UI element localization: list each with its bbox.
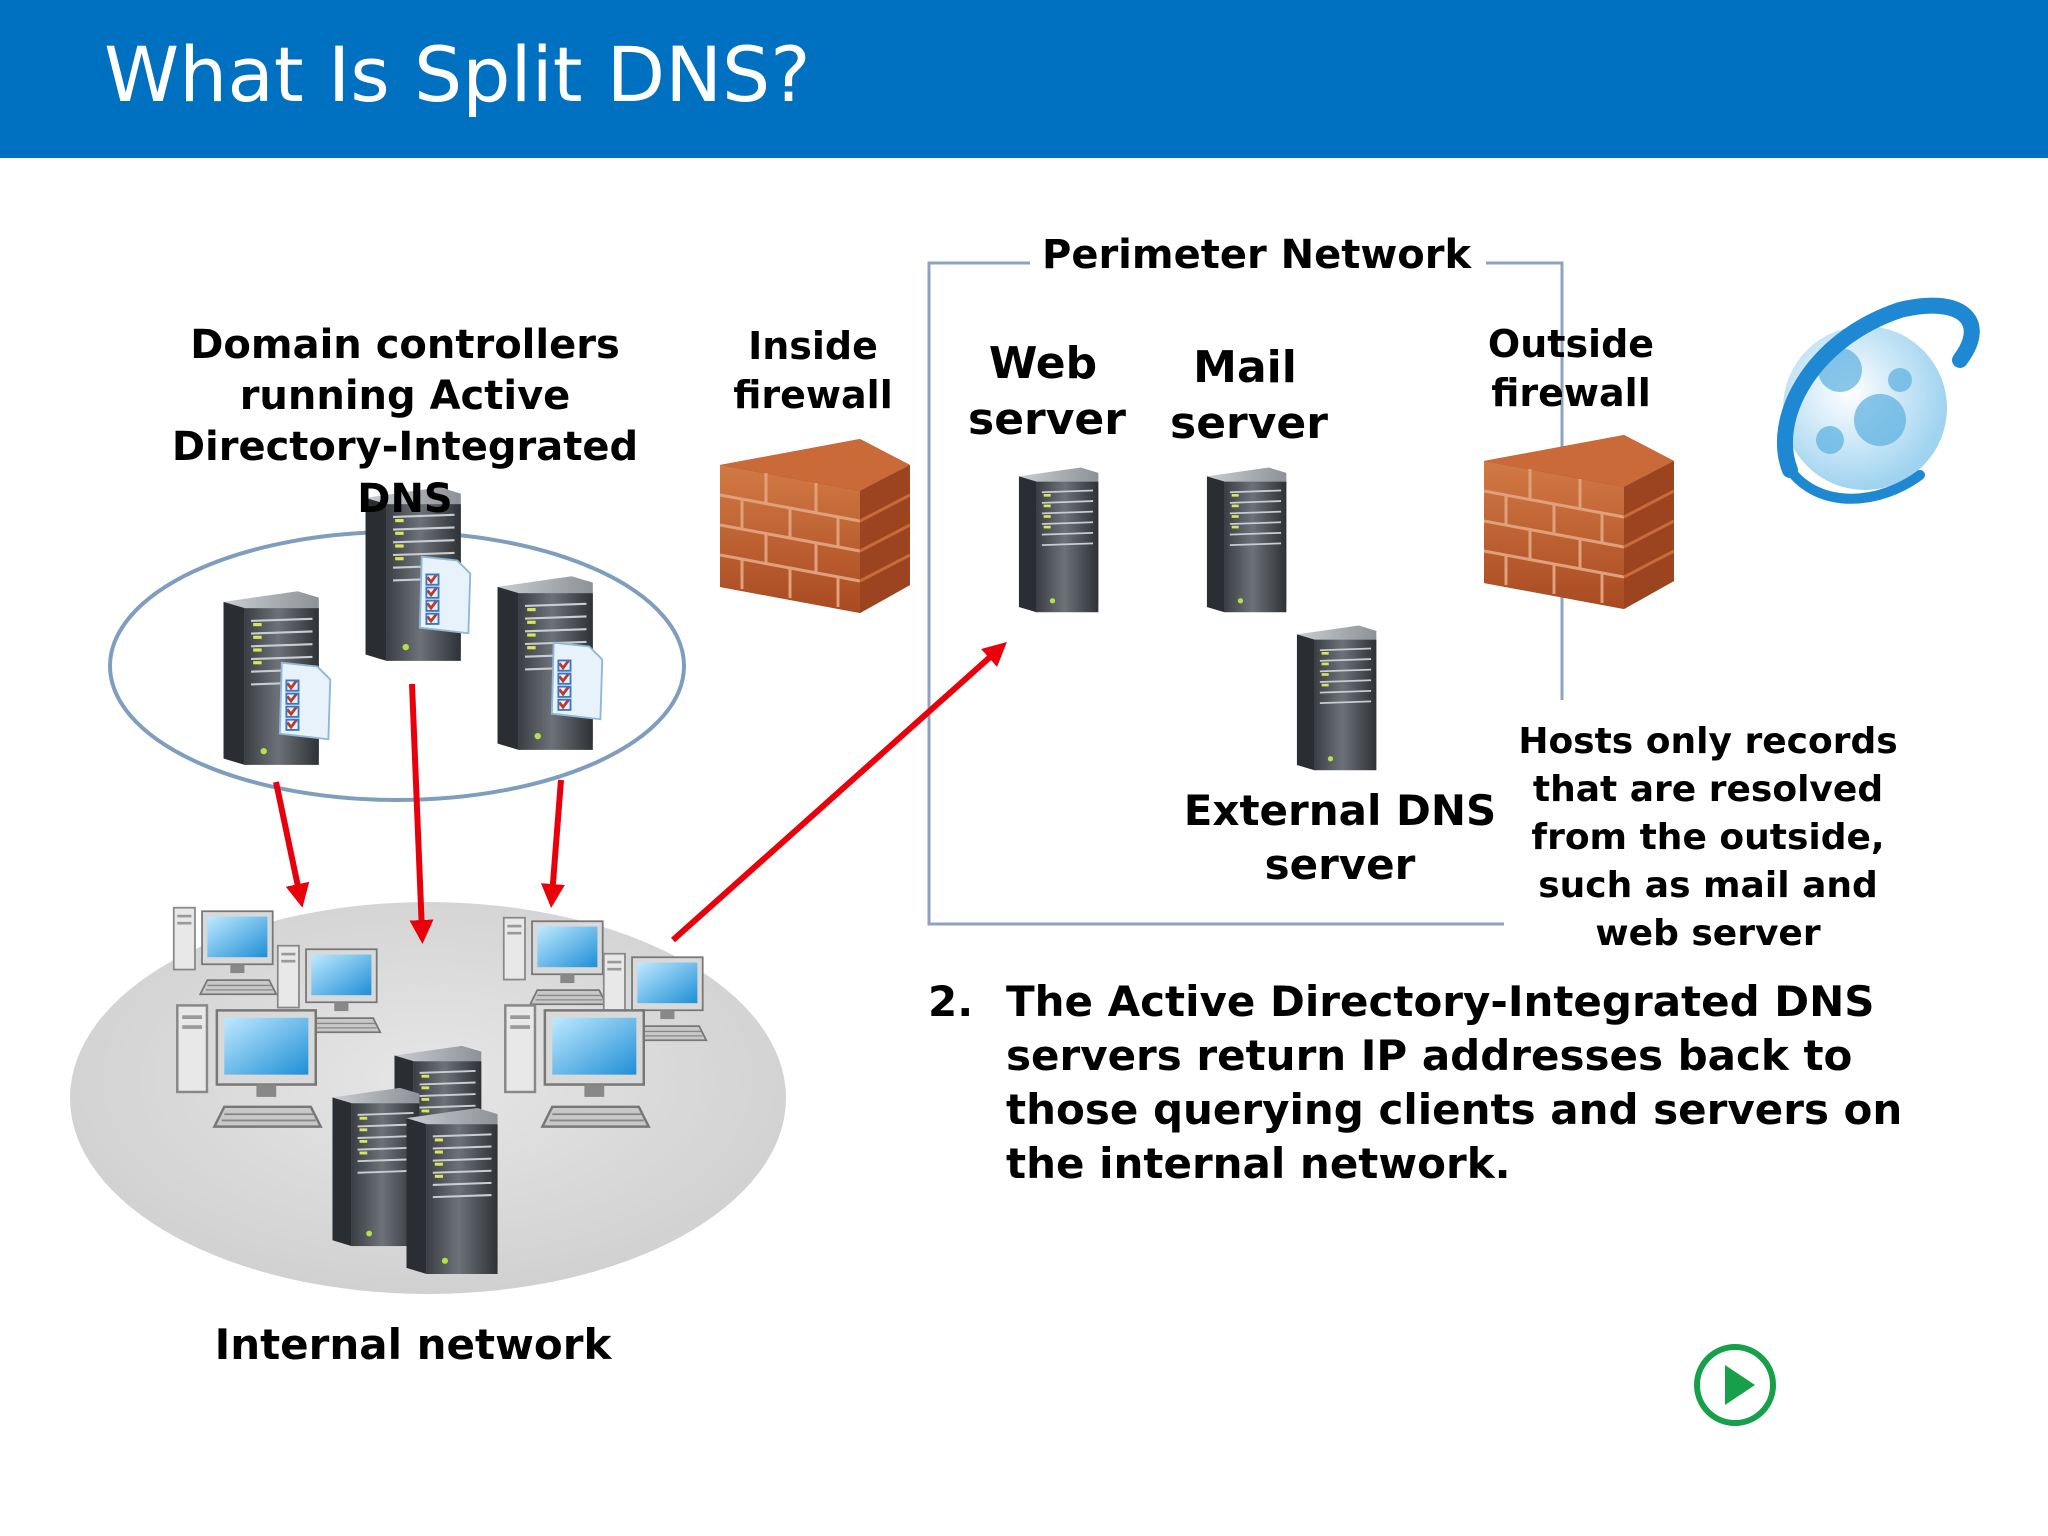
page-title: What Is Split DNS?: [104, 30, 811, 119]
external-dns-server-icon: [1295, 624, 1378, 772]
web-server-icon: [1017, 466, 1100, 614]
domain-controller-server-icon: [496, 575, 604, 752]
query-response-arrows: [273, 642, 1007, 944]
outside-firewall-label: Outside firewall: [1487, 322, 1655, 415]
inside-firewall-label: Inside firewall: [733, 324, 893, 417]
outbound-arrow: [671, 642, 1007, 943]
globe-icon: [1777, 297, 1980, 504]
response-arrow: [540, 779, 565, 908]
perimeter-boundary: [927, 261, 1504, 926]
web-server-label: Web server: [968, 338, 1126, 446]
inside-firewall-icon: [720, 437, 910, 615]
perimeter-network-label: Perimeter Network: [1042, 232, 1472, 278]
step-number: 2.: [928, 977, 974, 1026]
domain-controller-server-icon: [222, 590, 332, 767]
outside-firewall-icon: [1484, 433, 1674, 611]
external-dns-server-label: External DNS server: [1183, 786, 1497, 889]
domain-controllers-label: Domain controllers running Active Direct…: [171, 322, 639, 522]
response-arrow: [273, 781, 310, 908]
internal-server-icon: [405, 1106, 499, 1276]
mail-server-icon: [1205, 466, 1288, 614]
play-button-icon[interactable]: [1693, 1343, 1777, 1427]
step-description: 2. The Active Directory-Integrated DNS s…: [928, 975, 1988, 1191]
step-text: The Active Directory-Integrated DNS serv…: [1006, 977, 1903, 1188]
hosts-note: Hosts only records that are resolved fro…: [1518, 721, 1898, 954]
internal-server-icon: [331, 1086, 421, 1248]
mail-server-label: Mail server: [1170, 342, 1328, 450]
title-bar: What Is Split DNS?: [0, 0, 2048, 158]
internal-network-label: Internal network: [214, 1320, 612, 1369]
response-arrow: [409, 683, 434, 944]
